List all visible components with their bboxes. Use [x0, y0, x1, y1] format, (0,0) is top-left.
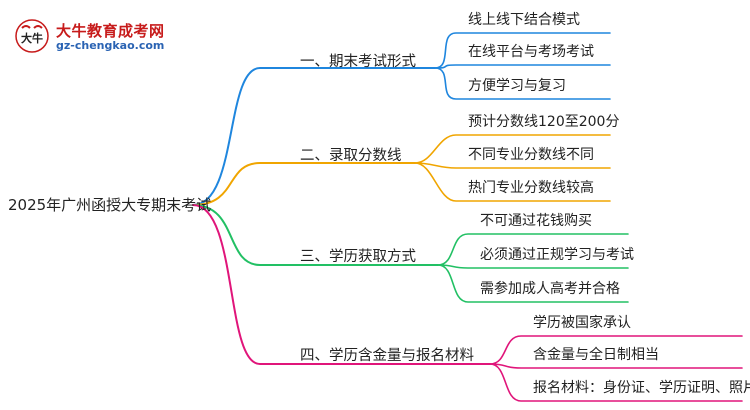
- leaf-cutoff-score-1: 预计分数线120至200分: [468, 114, 620, 130]
- leaf-degree-value-3: 报名材料：身份证、学历证明、照片: [533, 380, 750, 396]
- leaf-cutoff-score-2: 不同专业分数线不同: [468, 147, 594, 163]
- root-to-branch-link-2: [192, 204, 439, 266]
- leaf-exam-format-3: 方便学习与复习: [468, 78, 566, 94]
- branch-to-leaf-link-2-1: [437, 264, 629, 269]
- bull-logo-icon: 大牛: [15, 19, 49, 53]
- branch-to-leaf-link-0-0: [434, 32, 611, 69]
- branch-to-leaf-link-0-2: [434, 67, 611, 100]
- leaf-degree-obtain-1: 不可通过花钱购买: [480, 213, 592, 229]
- branch-to-leaf-link-1-1: [414, 162, 611, 169]
- leaf-exam-format-1: 线上线下结合模式: [468, 12, 580, 28]
- branch-to-leaf-link-2-2: [437, 264, 629, 303]
- leaf-cutoff-score-3: 热门专业分数线较高: [468, 180, 594, 196]
- branch-degree-obtain: 三、学历获取方式: [300, 249, 416, 265]
- root-to-branch-link-3: [192, 204, 491, 365]
- logo-mark-text: 大牛: [21, 31, 43, 45]
- branch-to-leaf-link-3-0: [489, 335, 743, 365]
- branch-to-leaf-link-1-2: [414, 162, 611, 202]
- leaf-degree-value-2: 含金量与全日制相当: [533, 347, 659, 363]
- branch-degree-value: 四、学历含金量与报名材料: [300, 348, 474, 364]
- logo-name: 大牛教育成考网: [56, 22, 165, 40]
- branch-to-leaf-link-2-0: [437, 233, 629, 266]
- branch-to-leaf-link-3-1: [489, 363, 743, 369]
- branch-cutoff-score: 二、录取分数线: [300, 148, 402, 164]
- root-to-branch-link-0: [192, 67, 436, 206]
- branch-to-leaf-link-0-1: [434, 64, 611, 69]
- root-node: 2025年广州函授大专期末考试: [8, 196, 212, 214]
- leaf-exam-format-2: 在线平台与考场考试: [468, 44, 594, 60]
- branch-exam-format: 一、期末考试形式: [300, 54, 416, 70]
- root-to-branch-link-1: [192, 162, 416, 206]
- logo-url: gz-chengkao.com: [56, 39, 165, 52]
- leaf-degree-value-1: 学历被国家承认: [533, 315, 631, 331]
- branch-to-leaf-link-1-0: [414, 134, 611, 164]
- branch-to-leaf-link-3-2: [489, 363, 743, 402]
- site-logo[interactable]: 大牛 大牛教育成考网 gz-chengkao.com: [14, 18, 204, 58]
- leaf-degree-obtain-2: 必须通过正规学习与考试: [480, 247, 634, 263]
- leaf-degree-obtain-3: 需参加成人高考并合格: [480, 281, 620, 297]
